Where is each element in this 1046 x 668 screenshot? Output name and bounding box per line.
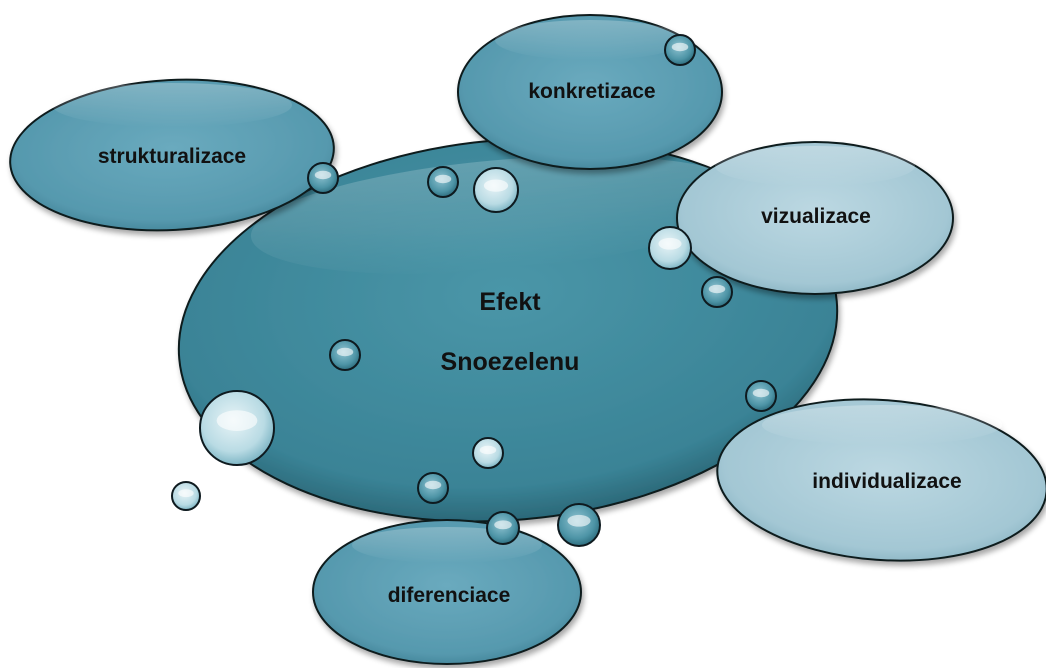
bubble-highlight-5 [658,237,682,250]
bubble-highlight-9 [216,410,258,431]
bubble-highlight-14 [567,514,591,527]
bubble-highlight-2 [314,170,332,180]
node-vizualizace [676,141,954,295]
bubble-highlight-8 [752,388,770,398]
bubble-highlight-13 [494,520,512,530]
center-label-line2: Snoezelenu [441,348,580,376]
node-label-diferenciace: diferenciace [388,584,511,607]
node-label-vizualizace: vizualizace [761,205,871,228]
bubble-highlight-1 [671,42,689,52]
node-label-konkretizace: konkretizace [528,80,655,103]
center-label-line1: Efekt [479,288,541,316]
bubble-highlight-3 [434,174,452,184]
decorative-bubbles [171,34,777,547]
node-label-strukturalizace: strukturalizace [98,145,246,168]
node-individualizace [716,398,1046,562]
center-gloss [250,156,750,274]
bubble-highlight-11 [424,480,442,490]
bubble-highlight-6 [708,284,726,294]
node-strukturalizace [9,78,335,232]
bubble-highlight-7 [336,347,354,357]
bubble-highlight-12 [178,489,194,498]
bubble-highlight-10 [479,445,497,455]
node-konkretizace [457,14,723,170]
bubble-highlight-4 [483,179,509,192]
node-label-individualizace: individualizace [812,470,961,493]
